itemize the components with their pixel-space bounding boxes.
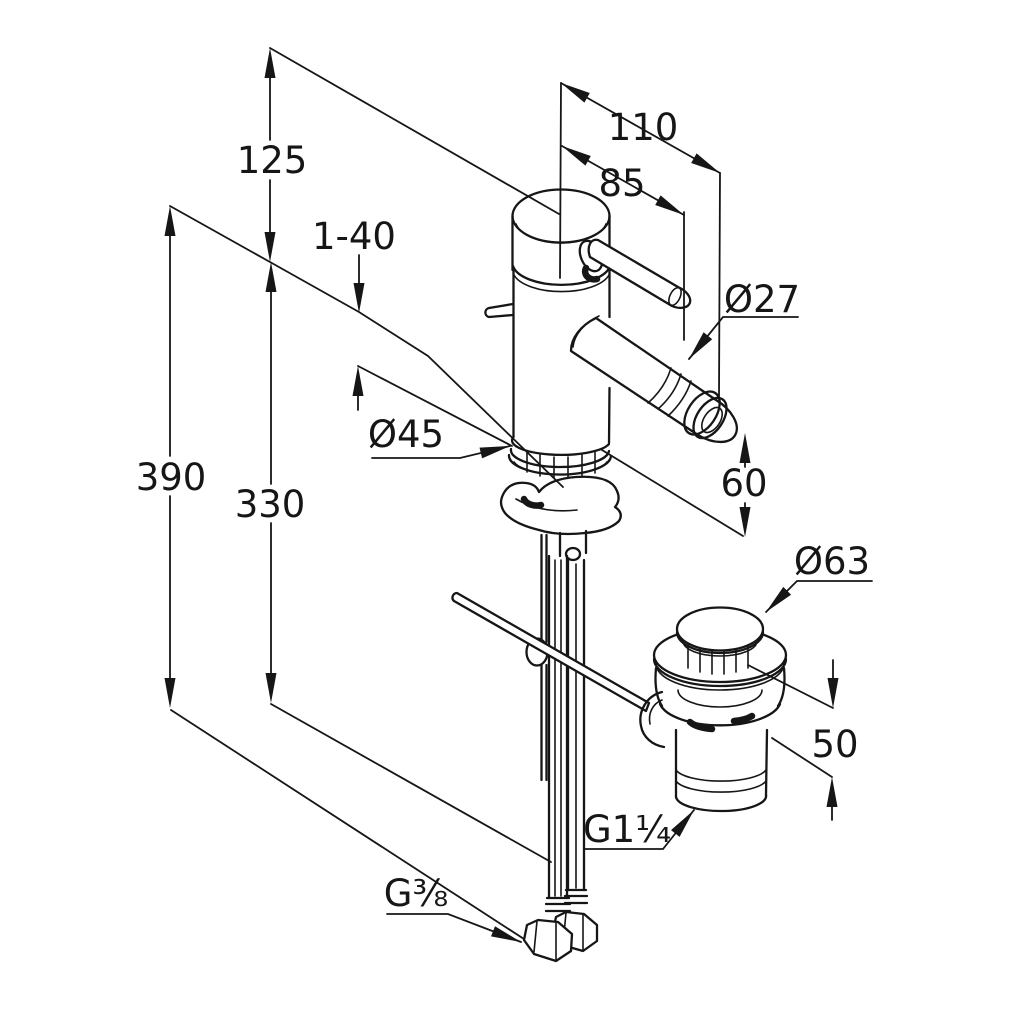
aerator-bore bbox=[700, 406, 724, 434]
faucet-collar-lower bbox=[513, 274, 610, 293]
aerator-ring-2 bbox=[657, 373, 682, 410]
dim-label-1-40: 1-40 bbox=[312, 215, 396, 258]
overflow-slot-left bbox=[686, 718, 716, 733]
pop-up-rod-lower bbox=[540, 663, 548, 782]
dim-label-125: 125 bbox=[237, 139, 308, 182]
dimension-50: 50 bbox=[811, 659, 859, 821]
dim-label-dia45: Ø45 bbox=[368, 413, 444, 456]
faucet-axis-line bbox=[559, 82, 562, 279]
dim-label-g38: G³⁄₈ bbox=[384, 872, 449, 915]
ext-line-hose-end-390 bbox=[170, 709, 525, 940]
shank-ball bbox=[564, 546, 582, 562]
dim-label-50: 50 bbox=[811, 723, 858, 766]
pull-rod bbox=[451, 591, 651, 713]
waste-mid-bottom bbox=[658, 702, 782, 727]
dimension-85: 85 bbox=[561, 145, 685, 341]
ferrule-right bbox=[563, 888, 589, 905]
aerator-sleeve-rim bbox=[683, 390, 721, 436]
waste-body-bottom bbox=[674, 793, 768, 813]
spout-body-joint bbox=[572, 315, 600, 348]
base-ring-lower bbox=[513, 461, 608, 476]
supply-hoses bbox=[522, 554, 599, 963]
overflow-slot-right bbox=[730, 712, 756, 725]
deck-bottom-line bbox=[357, 365, 513, 447]
aerator-end-face bbox=[692, 396, 728, 440]
shank-edges bbox=[558, 529, 588, 558]
waste-flange-rim-1 bbox=[652, 657, 788, 688]
waste-basket-ring bbox=[682, 640, 758, 657]
escutcheon-notch bbox=[520, 495, 545, 509]
escutcheon-inner-arc bbox=[515, 498, 578, 512]
waste-lever-clip bbox=[639, 690, 666, 749]
leader-dia-63: Ø63 bbox=[765, 540, 873, 613]
dimension-1-40: 1-40 bbox=[312, 215, 396, 411]
waste-lever-clip-inner bbox=[648, 699, 663, 725]
ext-line-hose-end-330 bbox=[270, 703, 552, 863]
handle-end-cap bbox=[668, 286, 682, 307]
dim-label-110: 110 bbox=[608, 106, 679, 149]
dimension-390: 390 bbox=[136, 206, 207, 708]
ext-line-faucet-top bbox=[269, 47, 560, 215]
waste-flange-rim-2 bbox=[655, 663, 785, 691]
base-ring-top bbox=[509, 447, 611, 469]
dim-label-60: 60 bbox=[720, 462, 767, 505]
faucet-body-bottom bbox=[510, 435, 611, 456]
deck-line-right bbox=[601, 449, 744, 537]
aerator-ring-3 bbox=[667, 380, 692, 417]
base-escutcheon bbox=[499, 475, 622, 536]
hose-left-walls bbox=[547, 554, 569, 900]
dim-label-dia63: Ø63 bbox=[794, 540, 870, 583]
faucet-body-right-edge-lower bbox=[607, 386, 611, 445]
hose-right-walls bbox=[566, 558, 586, 892]
dimension-110: 110 bbox=[560, 82, 721, 398]
pop-up-assembly bbox=[451, 533, 651, 782]
hose-left-braid bbox=[554, 559, 562, 897]
handle-lever bbox=[587, 238, 692, 310]
dimension-60: 60 bbox=[720, 433, 768, 537]
dim-label-g114: G1¹⁄₄ bbox=[583, 808, 671, 851]
dim-label-85: 85 bbox=[598, 162, 645, 205]
leader-dia-27: Ø27 bbox=[688, 278, 800, 360]
waste-ref-lower bbox=[771, 737, 833, 778]
dimension-annotations: 125 330 390 1-40 110 bbox=[136, 47, 873, 943]
faucet-collar-upper bbox=[511, 264, 612, 287]
leader-g1-14: G1¹⁄₄ bbox=[583, 808, 695, 851]
dimension-125: 125 bbox=[237, 48, 308, 262]
dim-label-dia27: Ø27 bbox=[724, 278, 800, 321]
dimension-330: 330 bbox=[235, 262, 306, 703]
waste-cap bbox=[675, 606, 765, 652]
leader-dia-45: Ø45 bbox=[368, 413, 511, 459]
ferrule-left bbox=[544, 896, 572, 913]
leader-g-38: G³⁄₈ bbox=[384, 872, 522, 943]
waste-cap-bottom bbox=[675, 630, 765, 655]
drain-valve-illustration bbox=[639, 606, 788, 813]
dim-label-390: 390 bbox=[136, 456, 207, 499]
hex-nut-left-facets bbox=[533, 920, 557, 961]
aerator-ring-1 bbox=[647, 367, 672, 404]
waste-body-sides bbox=[674, 728, 769, 799]
waste-mid-inner bbox=[677, 689, 763, 708]
handle-hub-notch bbox=[581, 264, 601, 283]
waste-basket-bars bbox=[687, 644, 749, 675]
pop-up-rod-upper bbox=[540, 533, 548, 644]
dim-label-330: 330 bbox=[235, 483, 306, 526]
side-pin bbox=[484, 302, 515, 319]
waste-ref-upper bbox=[747, 664, 834, 709]
faucet-illustration bbox=[484, 188, 738, 562]
waste-body-rings bbox=[675, 769, 767, 793]
